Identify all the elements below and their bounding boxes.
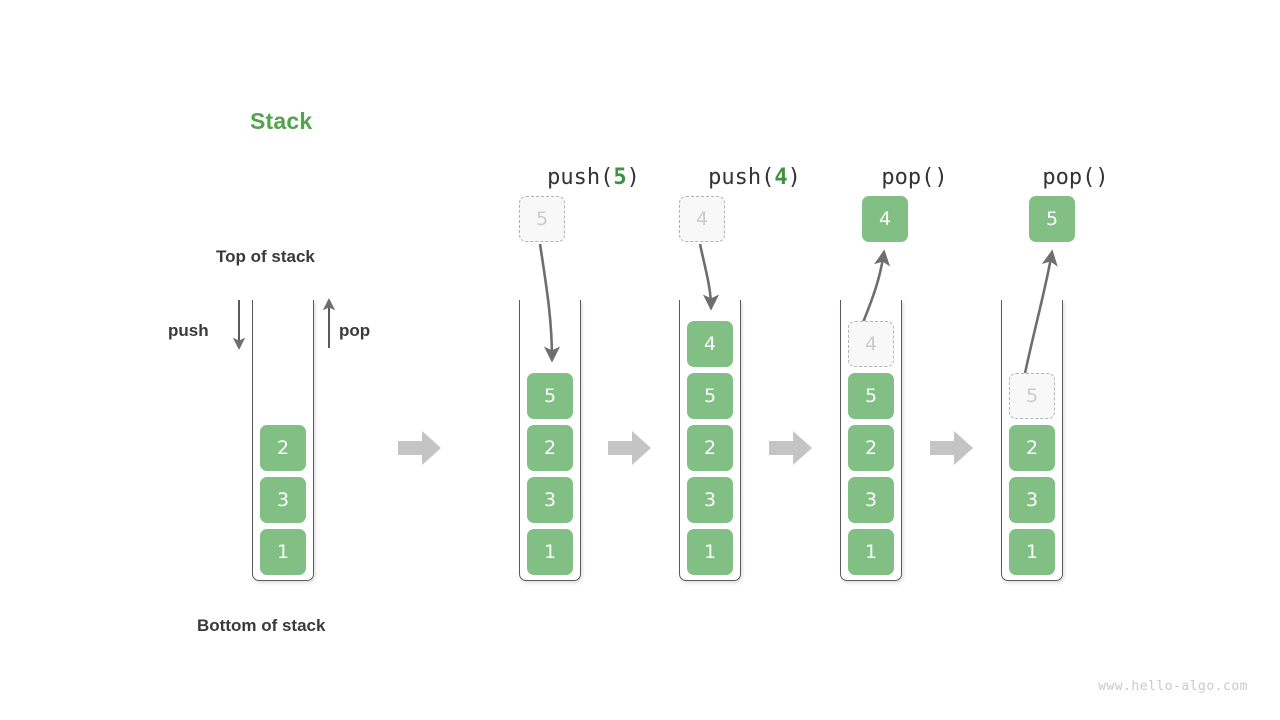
stack-cell: 1 [260, 529, 306, 575]
push4-flow-arrow [698, 243, 720, 311]
stack-cell: 5 [1009, 373, 1055, 419]
stack-cell: 5 [848, 373, 894, 419]
column-header-push5: push(5) [477, 140, 657, 215]
stage-arrow-4 [930, 430, 974, 471]
stack-cell: 3 [527, 477, 573, 523]
stack-container-pop2 [1001, 300, 1063, 581]
stage-arrow-1 [398, 430, 442, 471]
floating-cell-pop2: 5 [1029, 196, 1075, 242]
stack-cell: 1 [1009, 529, 1055, 575]
bottom-of-stack-label: Bottom of stack [197, 616, 326, 635]
stack-cell: 4 [687, 321, 733, 367]
stack-cell: 1 [687, 529, 733, 575]
header-prefix: pop( [881, 165, 935, 190]
column-header-pop1: pop() [798, 140, 978, 215]
stage-arrow-3 [769, 430, 813, 471]
stack-cell: 3 [848, 477, 894, 523]
stack-cell: 2 [1009, 425, 1055, 471]
floating-cell-push4: 4 [679, 196, 725, 242]
header-suffix: ) [1095, 165, 1109, 190]
stack-cell: 5 [687, 373, 733, 419]
stack-cell: 2 [848, 425, 894, 471]
stack-cell: 3 [687, 477, 733, 523]
stack-cell: 5 [527, 373, 573, 419]
header-arg: 4 [774, 165, 788, 190]
column-header-pop2: pop() [959, 140, 1139, 215]
pop-label: pop [339, 321, 371, 340]
stack-cell: 2 [687, 425, 733, 471]
stack-cell: 2 [527, 425, 573, 471]
header-prefix: push( [708, 165, 775, 190]
page-title: Stack [250, 108, 313, 134]
stack-cell: 2 [260, 425, 306, 471]
stack-container-push5 [519, 300, 581, 581]
push-label: push [168, 321, 209, 340]
header-suffix: ) [787, 165, 801, 190]
column-header-push4: push(4) [638, 140, 818, 215]
stack-cell: 3 [1009, 477, 1055, 523]
stage-arrow-2 [608, 430, 652, 471]
header-prefix: push( [547, 165, 614, 190]
header-suffix: ) [626, 165, 640, 190]
floating-cell-push5: 5 [519, 196, 565, 242]
stack-cell: 4 [848, 321, 894, 367]
stack-cell: 1 [527, 529, 573, 575]
stack-cell: 1 [848, 529, 894, 575]
header-prefix: pop( [1042, 165, 1096, 190]
stack-container-pop1 [840, 300, 902, 581]
stack-container-initial [252, 300, 314, 581]
stack-container-push4 [679, 300, 741, 581]
watermark: www.hello-algo.com [1098, 679, 1248, 694]
header-arg: 5 [613, 165, 627, 190]
top-of-stack-label: Top of stack [216, 247, 315, 266]
header-suffix: ) [934, 165, 948, 190]
stack-cell: 3 [260, 477, 306, 523]
floating-cell-pop1: 4 [862, 196, 908, 242]
